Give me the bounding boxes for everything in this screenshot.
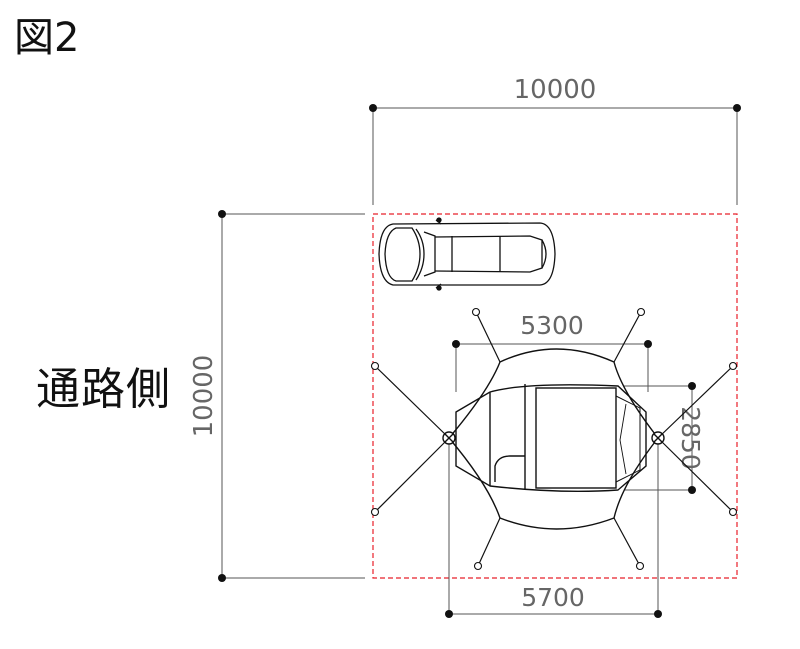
tent-upper-width-label: 5300	[520, 311, 584, 340]
tent-lower-width-dimension: 5700	[445, 440, 662, 618]
site-depth-label: 10000	[189, 355, 219, 438]
guy-lines	[374, 311, 734, 567]
aisle-side-label: 通路側	[36, 364, 171, 415]
tent-icon	[442, 348, 665, 530]
site-width-dimension: 10000	[369, 75, 741, 205]
tent-lower-width-label: 5700	[521, 583, 585, 612]
site-boundary	[372, 213, 738, 579]
figure-label: 図2	[14, 15, 80, 61]
guy-line-peg-icon	[370, 307, 738, 571]
site-depth-dimension: 10000	[189, 210, 365, 582]
car-icon	[378, 217, 556, 291]
tent-depth-dimension: 2850	[624, 382, 705, 494]
site-width-label: 10000	[514, 75, 597, 105]
tent-upper-width-dimension: 5300	[452, 311, 652, 392]
